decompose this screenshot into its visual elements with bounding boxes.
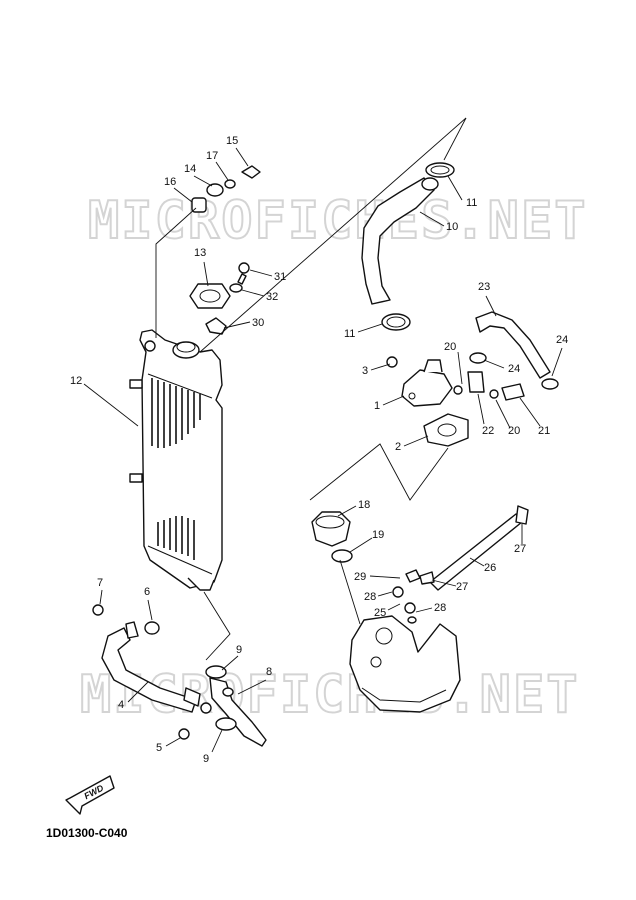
diagram-code: 1D01300-C040 <box>46 826 128 840</box>
callout-27b: 27 <box>456 581 468 593</box>
callout-12: 12 <box>70 375 82 387</box>
callout-3: 3 <box>362 365 368 377</box>
callout-6: 6 <box>144 586 150 598</box>
callout-1: 1 <box>374 400 380 412</box>
callout-4: 4 <box>118 699 124 711</box>
callout-16: 16 <box>164 176 176 188</box>
fwd-arrow: FWD <box>65 775 115 815</box>
callout-14: 14 <box>184 163 196 175</box>
callout-9a: 9 <box>236 644 242 656</box>
callout-10: 10 <box>446 221 458 233</box>
callout-17: 17 <box>206 150 218 162</box>
callout-20b: 20 <box>508 425 520 437</box>
connection-lines <box>155 117 467 661</box>
callout-7: 7 <box>97 577 103 589</box>
callout-28a: 28 <box>364 591 376 603</box>
hose-26 <box>429 505 529 591</box>
fittings-right <box>453 352 525 401</box>
callout-31: 31 <box>274 271 286 283</box>
hose-clamp-top <box>425 162 455 178</box>
thermostat <box>311 511 351 547</box>
callout-28b: 28 <box>434 602 446 614</box>
callout-labels: 1 2 3 4 5 6 7 8 9 9 10 11 11 12 13 14 15… <box>70 135 568 765</box>
hose-clamp-mid <box>381 313 411 331</box>
radiator <box>129 329 223 591</box>
callout-24b: 24 <box>556 334 568 346</box>
gasket <box>423 413 469 447</box>
lower-hose-4 <box>92 604 212 714</box>
callout-9b: 9 <box>203 753 209 765</box>
callout-29: 29 <box>354 571 366 583</box>
callout-11b: 11 <box>344 328 355 340</box>
callout-19: 19 <box>372 529 384 541</box>
callout-15: 15 <box>226 135 238 147</box>
callout-32: 32 <box>266 291 278 303</box>
lower-hose-8 <box>178 665 267 747</box>
callout-2: 2 <box>395 441 401 453</box>
radiator-fins <box>151 378 201 560</box>
small-hose <box>475 311 559 390</box>
callout-13: 13 <box>194 247 206 259</box>
callout-24a: 24 <box>508 363 520 375</box>
callout-20a: 20 <box>444 341 456 353</box>
thermostat-cover <box>386 356 453 407</box>
watermark-top: MICROFICHES.NET <box>88 191 588 251</box>
upper-hose <box>361 177 439 305</box>
callout-5: 5 <box>156 742 162 754</box>
callout-18: 18 <box>358 499 370 511</box>
callout-11a: 11 <box>466 197 477 209</box>
radiator-cap <box>189 283 231 309</box>
callout-30: 30 <box>252 317 264 329</box>
water-pump-housing <box>349 569 461 713</box>
callout-26: 26 <box>484 562 496 574</box>
callout-27a: 27 <box>514 543 526 555</box>
leader-lines <box>83 147 563 753</box>
callout-8: 8 <box>266 666 272 678</box>
callout-21: 21 <box>538 425 550 437</box>
callout-23: 23 <box>478 281 490 293</box>
o-ring <box>331 549 353 563</box>
callout-22: 22 <box>482 425 494 437</box>
callout-25: 25 <box>374 607 386 619</box>
